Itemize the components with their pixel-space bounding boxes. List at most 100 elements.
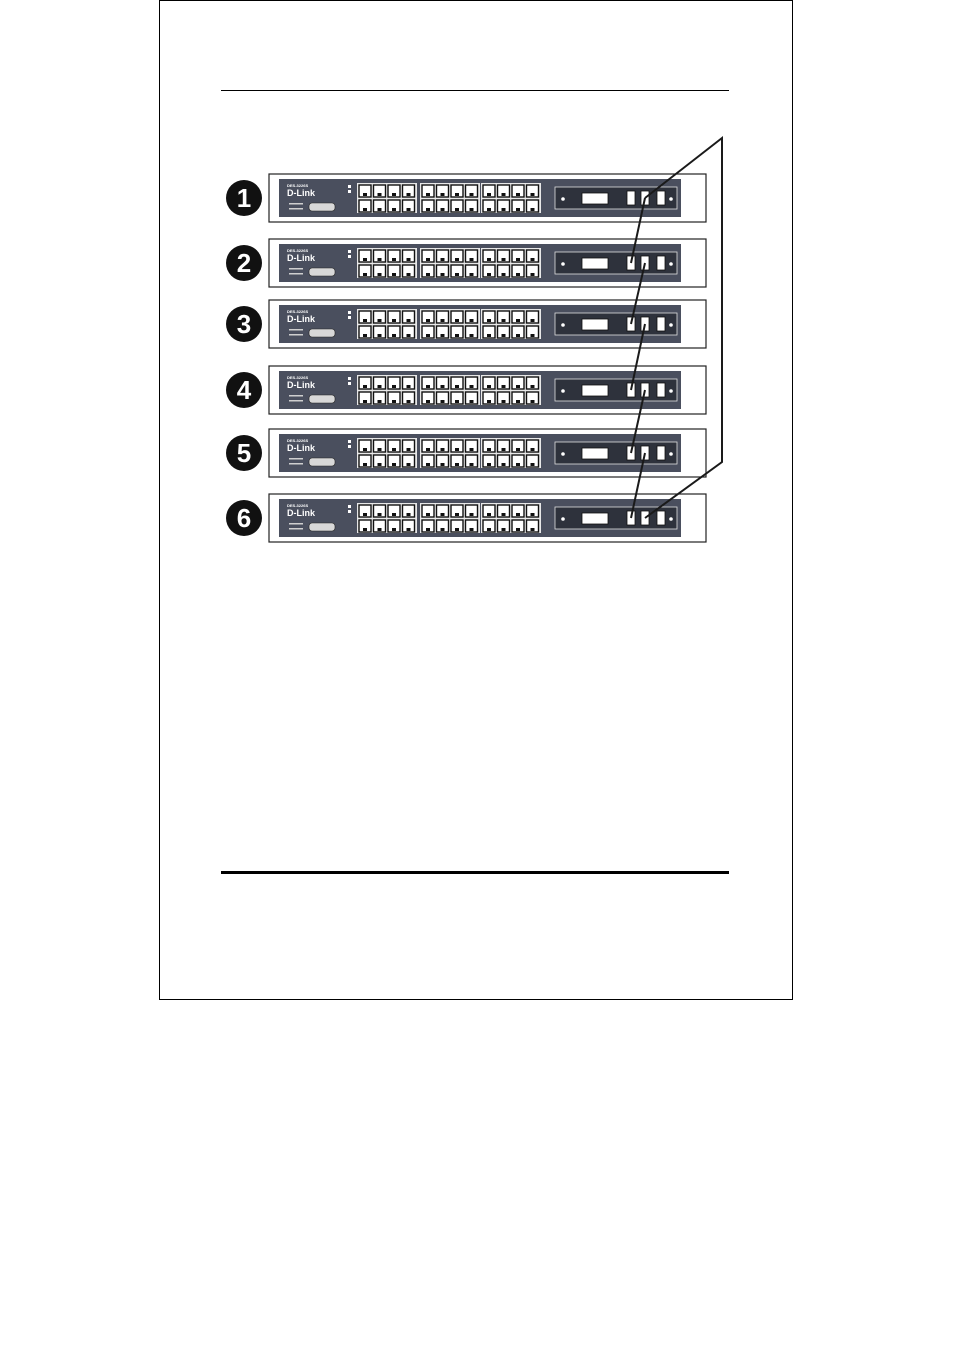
module-screw-icon (561, 262, 565, 266)
port-latch (487, 513, 491, 516)
port-group-1 (357, 438, 417, 468)
port-latch (470, 273, 474, 276)
switch-number-badge: 2 (226, 245, 262, 281)
port-latch (426, 193, 430, 196)
port-latch (455, 463, 459, 466)
port-latch (363, 400, 367, 403)
port-latch (516, 193, 520, 196)
console-port-icon (309, 523, 335, 531)
module-screw-icon (561, 452, 565, 456)
port-latch (407, 334, 411, 337)
port-latch (407, 319, 411, 322)
switch-number-label: 2 (237, 248, 251, 278)
port-latch (470, 448, 474, 451)
module-screw-icon (669, 197, 673, 201)
port-latch (363, 334, 367, 337)
console-text-line (289, 458, 303, 460)
port-latch (378, 513, 382, 516)
port-group-1 (357, 183, 417, 213)
port-latch (378, 448, 382, 451)
switch-brand-logo: D-Link (287, 443, 316, 453)
port-latch (455, 385, 459, 388)
module-screw-icon (561, 323, 565, 327)
console-text-line (289, 203, 303, 205)
port-latch (470, 193, 474, 196)
port-latch (516, 528, 520, 531)
console-text-line (289, 463, 303, 465)
port-latch (407, 273, 411, 276)
port-latch (363, 528, 367, 531)
console-port-icon (309, 203, 335, 211)
port-latch (378, 208, 382, 211)
port-group-2 (420, 375, 480, 405)
port-group-2 (420, 503, 480, 533)
port-latch (378, 319, 382, 322)
port-latch (455, 258, 459, 261)
port-latch (426, 448, 430, 451)
stacking-port-in-icon (627, 191, 635, 205)
port-latch (392, 319, 396, 322)
module-slot-icon (582, 385, 608, 396)
switch-number-label: 5 (237, 438, 251, 468)
port-latch (487, 528, 491, 531)
module-screw-icon (669, 262, 673, 266)
port-latch (363, 273, 367, 276)
port-latch (470, 528, 474, 531)
port-latch (502, 258, 506, 261)
port-latch (441, 319, 445, 322)
switch-number-label: 4 (237, 375, 252, 405)
port-latch (487, 448, 491, 451)
port-latch (455, 208, 459, 211)
port-latch (487, 400, 491, 403)
port-latch (531, 208, 535, 211)
port-latch (531, 334, 535, 337)
port-latch (363, 258, 367, 261)
port-latch (516, 463, 520, 466)
port-latch (392, 334, 396, 337)
switch-brand-logo: D-Link (287, 508, 316, 518)
console-text-line (289, 528, 303, 530)
port-latch (426, 258, 430, 261)
port-latch (531, 448, 535, 451)
switch-number-badge: 6 (226, 500, 262, 536)
port-latch (441, 385, 445, 388)
port-latch (455, 334, 459, 337)
port-group-1 (357, 503, 417, 533)
module-screw-icon (561, 389, 565, 393)
port-latch (502, 400, 506, 403)
port-latch (441, 513, 445, 516)
led-indicator-icon (348, 311, 351, 314)
port-latch (455, 273, 459, 276)
module-slot-icon (582, 319, 608, 330)
module-slot-icon (582, 193, 608, 204)
port-latch (516, 385, 520, 388)
port-latch (363, 193, 367, 196)
port-latch (455, 193, 459, 196)
port-latch (516, 513, 520, 516)
port-latch (455, 448, 459, 451)
port-group-2 (420, 438, 480, 468)
port-latch (441, 273, 445, 276)
module-slot-icon (582, 513, 608, 524)
port-latch (470, 258, 474, 261)
port-latch (516, 334, 520, 337)
port-latch (407, 463, 411, 466)
port-latch (426, 400, 430, 403)
module-screw-icon (669, 389, 673, 393)
console-text-line (289, 208, 303, 210)
module-port-icon (657, 191, 665, 205)
led-indicator-icon (348, 250, 351, 253)
module-screw-icon (669, 323, 673, 327)
port-latch (531, 385, 535, 388)
port-latch (426, 513, 430, 516)
console-text-line (289, 395, 303, 397)
console-text-line (289, 273, 303, 275)
port-latch (502, 513, 506, 516)
console-port-icon (309, 329, 335, 337)
console-text-line (289, 334, 303, 336)
port-latch (455, 528, 459, 531)
port-latch (441, 528, 445, 531)
module-port-icon (657, 446, 665, 460)
